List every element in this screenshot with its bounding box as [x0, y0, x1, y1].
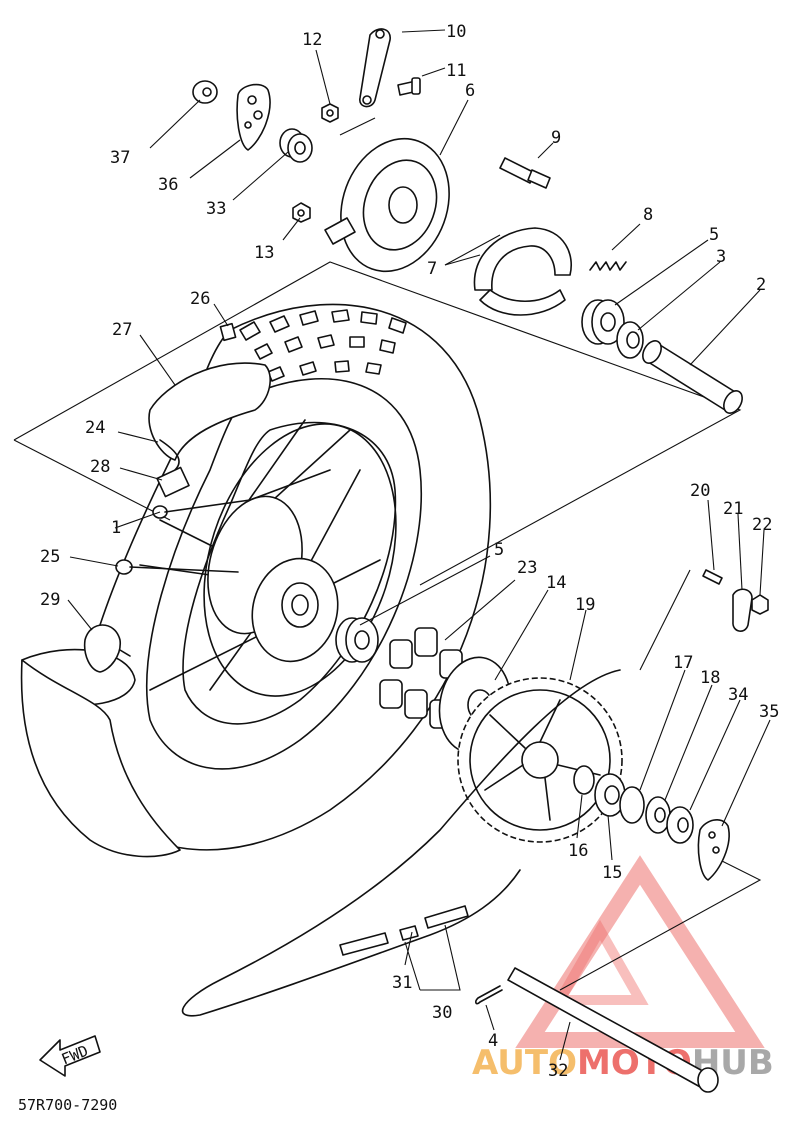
watermark-triangle — [515, 855, 765, 1048]
tension-bar — [359, 28, 391, 108]
hub-collar-16 — [573, 765, 595, 795]
callout-29: 29 — [40, 590, 60, 610]
oil-seal-3 — [616, 321, 644, 359]
rim-band — [156, 466, 190, 498]
nut-12 — [321, 103, 339, 123]
callout-27: 27 — [112, 320, 132, 340]
rear-hub — [207, 495, 339, 663]
callout-9: 9 — [551, 128, 561, 148]
rear-tire — [75, 303, 492, 851]
brake-shoe-plate — [324, 137, 450, 273]
callout-32: 32 — [548, 1061, 568, 1081]
oil-seal-17 — [619, 786, 645, 824]
callout-15: 15 — [602, 863, 622, 883]
callout-18: 18 — [700, 668, 720, 688]
callout-23: 23 — [517, 558, 537, 578]
callout-10: 10 — [446, 22, 466, 42]
callout-17: 17 — [673, 653, 693, 673]
assembly-frame-lines — [13, 117, 762, 991]
bearing-15 — [594, 773, 626, 817]
callout-28: 28 — [90, 457, 110, 477]
callout-20: 20 — [690, 481, 710, 501]
drive-chain — [181, 669, 621, 1017]
callout-34: 34 — [728, 685, 748, 705]
callout-6: 6 — [465, 81, 475, 101]
callout-2: 2 — [756, 275, 766, 295]
bearing-5-upper — [581, 299, 625, 345]
callout-labels: 1 2 3 4 5 5 6 7 8 9 10 11 12 13 14 15 16… — [40, 22, 779, 1081]
callout-36: 36 — [158, 175, 178, 195]
fwd-arrow: FWD — [39, 1035, 101, 1077]
callout-24: 24 — [85, 418, 105, 438]
brake-camshaft — [499, 157, 551, 189]
callout-1: 1 — [111, 518, 121, 538]
callout-16: 16 — [568, 841, 588, 861]
callout-26: 26 — [190, 289, 210, 309]
nut-22 — [751, 594, 769, 615]
callout-12: 12 — [302, 30, 322, 50]
callout-14: 14 — [546, 573, 566, 593]
return-spring — [589, 261, 627, 271]
callout-8: 8 — [643, 205, 653, 225]
spacer-2 — [642, 340, 743, 414]
callout-4: 4 — [488, 1031, 498, 1051]
callout-5-lower: 5 — [494, 540, 504, 560]
diagram-code: 57R700-7290 — [18, 1096, 117, 1114]
rear-fender-guard — [20, 648, 181, 858]
adjust-plate-35 — [697, 818, 730, 881]
stud-bolt-20 — [702, 569, 723, 585]
inner-tube — [148, 362, 271, 471]
callout-31: 31 — [392, 973, 412, 993]
callout-35: 35 — [759, 702, 779, 722]
callout-25: 25 — [40, 547, 60, 567]
callout-5-upper: 5 — [709, 225, 719, 245]
lock-washer-21 — [732, 588, 753, 632]
svg-text:AUTOMOTOHUB: AUTOMOTOHUB — [472, 1043, 774, 1083]
collar-33 — [279, 128, 313, 163]
callout-37: 37 — [110, 148, 130, 168]
callout-3: 3 — [716, 247, 726, 267]
callout-19: 19 — [575, 595, 595, 615]
callout-13: 13 — [254, 243, 274, 263]
callout-22: 22 — [752, 515, 772, 535]
spoke-nipple-clip — [83, 624, 131, 673]
driven-sprocket — [457, 677, 623, 843]
bolt-11 — [397, 77, 421, 96]
brake-shoe — [473, 227, 572, 316]
watermark-auto: AUTO — [472, 1043, 577, 1083]
adjust-plate-36 — [236, 83, 271, 151]
collar-34 — [666, 806, 694, 844]
nut-37 — [192, 80, 218, 104]
spoke-nipple-25 — [115, 559, 239, 575]
valve-26 — [219, 322, 237, 342]
callout-11: 11 — [446, 61, 466, 81]
callout-leaders — [67, 29, 771, 1061]
callout-7: 7 — [427, 259, 437, 279]
cotter-pin — [475, 985, 503, 1005]
callout-30: 30 — [432, 1003, 452, 1023]
watermark-inner-triangle — [551, 919, 649, 1005]
nut-13 — [292, 202, 311, 223]
bearing-5-lower — [335, 617, 379, 663]
callout-33: 33 — [206, 199, 226, 219]
rear-wheel-axle — [507, 967, 719, 1093]
callout-21: 21 — [723, 499, 743, 519]
